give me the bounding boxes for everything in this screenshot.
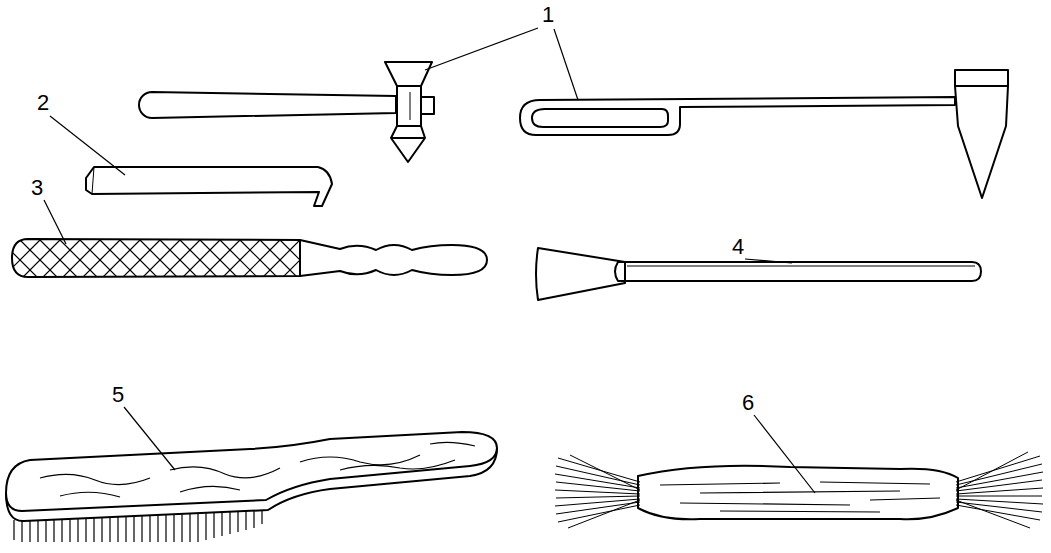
file xyxy=(0,239,487,280)
hand-brush xyxy=(6,432,497,542)
hammer xyxy=(139,62,434,162)
hammer xyxy=(520,70,1008,198)
callout-number: 4 xyxy=(732,236,744,258)
callout-number: 1 xyxy=(542,4,554,26)
wire-brush xyxy=(555,452,1043,528)
callout-number: 2 xyxy=(37,92,49,114)
callout-number: 6 xyxy=(742,392,754,414)
leader-line xyxy=(44,28,815,493)
callout-number: 3 xyxy=(31,177,43,199)
callout-number: 5 xyxy=(112,384,124,406)
scraper xyxy=(536,248,981,300)
